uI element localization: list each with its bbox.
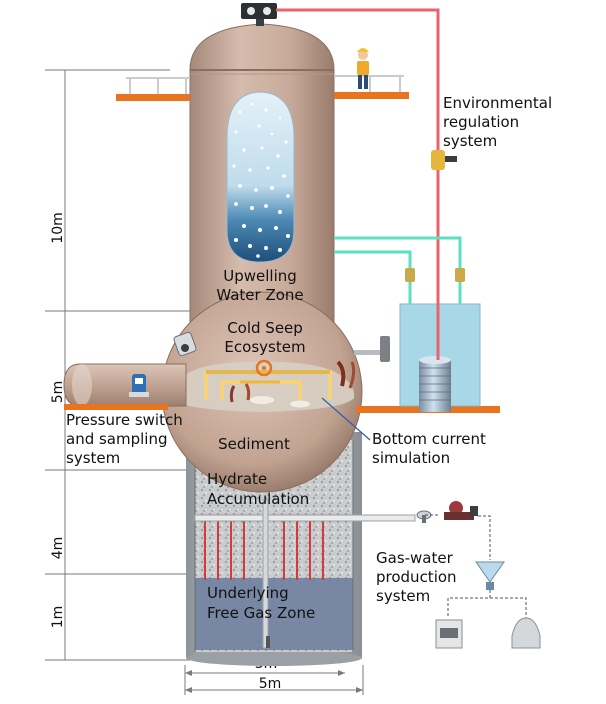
label-gas-water: Gas-water production system (376, 549, 457, 605)
gas-water-line-3: system (376, 587, 430, 605)
upwelling-line-1: Upwelling (223, 267, 297, 285)
free-gas-line-1: Underlying (207, 584, 289, 602)
side-chamber (63, 363, 187, 407)
dimension-ticks (185, 670, 363, 693)
green-pipes (334, 236, 462, 304)
bubbles (232, 102, 290, 258)
label-cold-seep: Cold Seep Ecosystem (224, 319, 305, 356)
label-hydrate: Hydrate Accumulation (207, 470, 309, 508)
gas-water-line-1: Gas-water (376, 549, 454, 567)
dim-5m-width: 5m (259, 676, 282, 692)
label-upwelling: Upwelling Water Zone (216, 267, 303, 304)
camera-icon (173, 331, 197, 357)
sensor-icon (129, 374, 149, 397)
dim-4m: 4m (50, 537, 66, 560)
current-generator-icon (255, 359, 273, 377)
pump-icon (431, 150, 457, 170)
hydrate-line-1: Hydrate (207, 470, 267, 488)
upwelling-line-2: Water Zone (216, 286, 303, 304)
bottom-current-pointer (321, 397, 371, 441)
environmental-line-1: Environmental (443, 94, 552, 112)
red-pipe (276, 8, 440, 360)
dim-1m: 1m (50, 606, 66, 629)
worker-icon (357, 48, 369, 89)
seep-sphere (161, 291, 363, 493)
cold-seep-line-2: Ecosystem (224, 338, 305, 356)
label-pressure-switch: Pressure switch and sampling system (66, 411, 183, 467)
thermometer-icon (354, 336, 390, 362)
label-environmental: Environmental regulation system (443, 94, 552, 150)
environmental-line-2: regulation (443, 113, 519, 131)
bottom-current-line-1: Bottom current (372, 430, 486, 448)
seep-pipe-rack (204, 370, 332, 400)
label-free-gas: Underlying Free Gas Zone (207, 584, 315, 622)
dim-5m: 5m (50, 381, 66, 404)
water-window (226, 91, 295, 263)
dim-10m: 10m (50, 212, 66, 243)
flowmeter-icon (405, 268, 465, 282)
cold-seep-line-1: Cold Seep (227, 319, 303, 337)
pressure-line-2: and sampling (66, 430, 168, 448)
gas-cylinder-icon (435, 617, 541, 649)
valve-icon (241, 3, 277, 26)
heating-rods (204, 520, 324, 580)
free-gas-line-2: Free Gas Zone (207, 604, 315, 622)
production-equipment (416, 501, 527, 618)
production-pipe (194, 499, 416, 649)
bottom-current-line-2: simulation (372, 449, 450, 467)
pressure-line-1: Pressure switch (66, 411, 183, 429)
label-bottom-current: Bottom current simulation (372, 430, 486, 467)
guard-rails (126, 75, 404, 94)
environmental-tank (399, 303, 481, 412)
gas-water-line-2: production (376, 568, 457, 586)
hydrate-line-2: Accumulation (207, 490, 309, 508)
environmental-line-3: system (443, 132, 497, 150)
marine-life (229, 359, 356, 408)
separator-icon (444, 501, 478, 520)
dimension-lines (45, 69, 364, 695)
label-sediment: Sediment (218, 435, 290, 453)
free-gas-zone (195, 578, 353, 650)
pressure-line-3: system (66, 449, 120, 467)
cooling-coil (419, 360, 451, 412)
